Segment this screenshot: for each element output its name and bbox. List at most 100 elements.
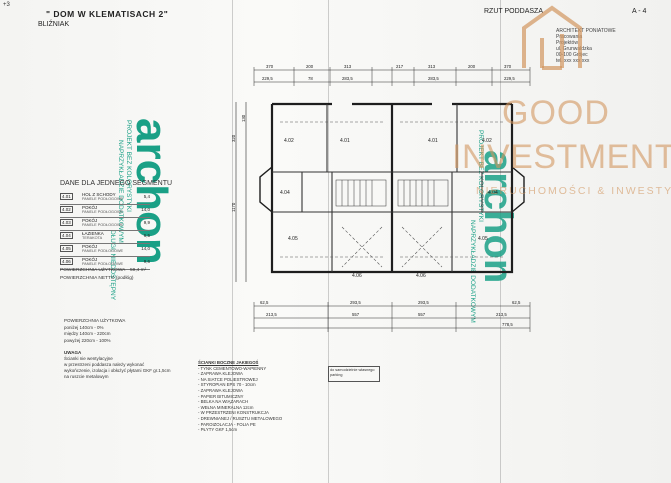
- bay-windows: [259, 166, 525, 213]
- legend-line: - DREWNIANEJ / RUSZTU METALOWEGO: [198, 415, 283, 421]
- dim-text: 557: [418, 312, 426, 317]
- stairs: [335, 179, 449, 207]
- room-area: 9,6: [143, 259, 150, 264]
- firm-line: 00-100 Grójec: [556, 52, 588, 58]
- room-area: 14,0: [141, 246, 150, 251]
- watermark-subtitle: NIERUCHOMOŚCI & INWESTYCJE: [476, 185, 671, 197]
- room-tag: 4.02: [284, 138, 294, 144]
- dim-text: 200: [468, 64, 476, 69]
- room-tag: 4.06: [416, 273, 426, 279]
- dim-text: 62,5: [512, 300, 521, 305]
- list-item: 4.06 POKÓJ PANELE PODŁOGOWE 9,6: [60, 257, 150, 270]
- room-name: POKÓJ: [82, 244, 98, 249]
- corner-mark: +3: [3, 2, 10, 8]
- legend-line: - ZAPRAWA KLEJOWA: [198, 387, 243, 393]
- dim-text: 283,5: [428, 76, 439, 81]
- floor-plan: 4.02 4.01 4.01 4.02 4.04 4.04 4.05 4.05 …: [232, 64, 531, 332]
- room-number: 4.06: [60, 258, 73, 265]
- watermark-investment: INVESTMENT: [452, 138, 671, 176]
- room-tag: 4.01: [340, 138, 350, 144]
- firm-line: Pracowania: [556, 34, 583, 40]
- dim-text: 370: [504, 64, 512, 69]
- plan-dimension-lines: [235, 69, 530, 329]
- room-area: 6,5: [143, 233, 150, 238]
- room-tag: 4.02: [482, 138, 492, 144]
- dim-text: 130: [241, 114, 246, 122]
- room-area: 5,4: [143, 194, 150, 199]
- dim-text: 200: [306, 64, 314, 69]
- room-tag: 4.05: [288, 236, 298, 242]
- fold-line: [500, 0, 501, 483]
- dim-text: 217: [396, 64, 404, 69]
- data-panel-title: DANE DLA JEDNEGO SEGMENTU: [60, 180, 173, 187]
- note-line: Ścianki nie wentylacyjne: [64, 356, 113, 361]
- room-name: POKÓJ: [82, 257, 98, 262]
- legend-line: - WEŁNA MINERALNA 12cm: [198, 404, 254, 410]
- firm-line: ul. Grunwaldzka: [556, 46, 592, 52]
- dim-text: 778,5: [502, 322, 513, 327]
- room-tag: 4.01: [428, 138, 438, 144]
- sheet-number: A - 4: [632, 8, 647, 15]
- room-area: 14,0: [141, 207, 150, 212]
- note-title: UWAGA: [64, 350, 82, 355]
- dim-text: 213,5: [266, 312, 277, 317]
- dim-text: 370: [266, 64, 274, 69]
- dim-text: 557: [352, 312, 360, 317]
- height-zone-line: poniżej 140cm - 0%: [64, 324, 104, 330]
- dim-text: 213,5: [496, 312, 507, 317]
- room-finish: PANELE PODŁOGOWE: [82, 249, 124, 253]
- list-item: 4.01 HOL Z SCHODY PANELE PODŁOGOWE 5,4: [60, 192, 150, 205]
- list-item: 4.05 POKÓJ PANELE PODŁOGOWE 14,0: [60, 244, 150, 257]
- height-zone-line: powyżej 220cm - 100%: [64, 337, 111, 343]
- list-item: 4.02 POKÓJ PANELE PODŁOGOWE 14,0: [60, 205, 150, 218]
- room-tag: 4.05: [478, 236, 488, 242]
- dim-text: 229,5: [504, 76, 515, 81]
- height-zone-line: między 140cm - 220cm: [64, 331, 111, 336]
- dim-text: 62,5: [260, 300, 269, 305]
- legend-line: - PŁYTY GKF 1,5cm: [198, 427, 238, 433]
- project-subtitle: BLIŹNIAK: [38, 21, 70, 28]
- height-zones-title: POWIERZCHNIA UŻYTKOWA: [64, 318, 126, 323]
- room-number: 4.03: [60, 219, 73, 226]
- wall-layers-legend: ŚCIANKI BOCZNE JAKIEGOŚ - TYNK CEMENTOWO…: [198, 360, 282, 433]
- room-number: 4.05: [60, 245, 73, 252]
- watermark-good: GOOD: [502, 94, 610, 132]
- note-line: na ruszcie metalowym: [64, 374, 109, 379]
- height-zones: POWIERZCHNIA UŻYTKOWA poniżej 140cm - 0%…: [64, 318, 125, 344]
- dim-text: 313: [344, 64, 352, 69]
- room-name: POKÓJ: [82, 218, 98, 223]
- firm-line: Projektów: [556, 40, 578, 46]
- room-list: 4.01 HOL Z SCHODY PANELE PODŁOGOWE 5,4 4…: [60, 192, 150, 270]
- room-tags: 4.02 4.01 4.01 4.02 4.04 4.04 4.05 4.05 …: [280, 138, 498, 279]
- firm-line: tel. xxx xxx xxx: [556, 58, 590, 64]
- legend-title: ŚCIANKI BOCZNE JAKIEGOŚ: [198, 360, 259, 365]
- vertical-dims: 320 1170 130: [232, 114, 246, 212]
- room-number: 4.04: [60, 232, 73, 239]
- room-finish: TERAKOTA: [82, 236, 103, 240]
- net-area-label: POWIERZCHNIA NETTO (podłóg): [60, 276, 134, 281]
- dim-text: 283,5: [342, 76, 353, 81]
- project-title: " DOM W KLEMATISACH 2": [46, 9, 169, 19]
- usable-area-value: 59,4 m²: [130, 268, 147, 273]
- plan-ticks: [253, 67, 531, 332]
- dim-text: 313: [428, 64, 436, 69]
- inner-walls: [272, 104, 512, 272]
- dim-text: 320: [232, 134, 236, 142]
- room-name: POKÓJ: [82, 205, 98, 210]
- room-tag: 4.04: [488, 190, 498, 196]
- firm-name: ARCHITEKT PONIATOWE: [556, 28, 616, 34]
- parking-note: do samodzielnie własnego parking: [328, 366, 380, 382]
- plan-name: RZUT PODDASZA: [484, 8, 543, 15]
- room-finish: PANELE PODŁOGOWE: [82, 210, 124, 214]
- fold-line: [232, 0, 233, 483]
- gi-logo: [522, 5, 582, 70]
- legend-line: - PAPIER BITUMICZNY: [198, 393, 244, 399]
- legend-line: - BELKA NA WIĄZARACH: [198, 399, 249, 405]
- dim-text: 293,5: [350, 300, 361, 305]
- room-name: HOL Z SCHODY: [82, 192, 116, 197]
- room-number: 4.01: [60, 193, 73, 200]
- legend-line: - PAROIZOLACJA - FOLIA PE: [198, 421, 256, 427]
- usable-area-label: POWIERZCHNIA UŻYTKOWA: [60, 268, 126, 273]
- note-block: UWAGA Ścianki nie wentylacyjne w przestr…: [64, 350, 171, 380]
